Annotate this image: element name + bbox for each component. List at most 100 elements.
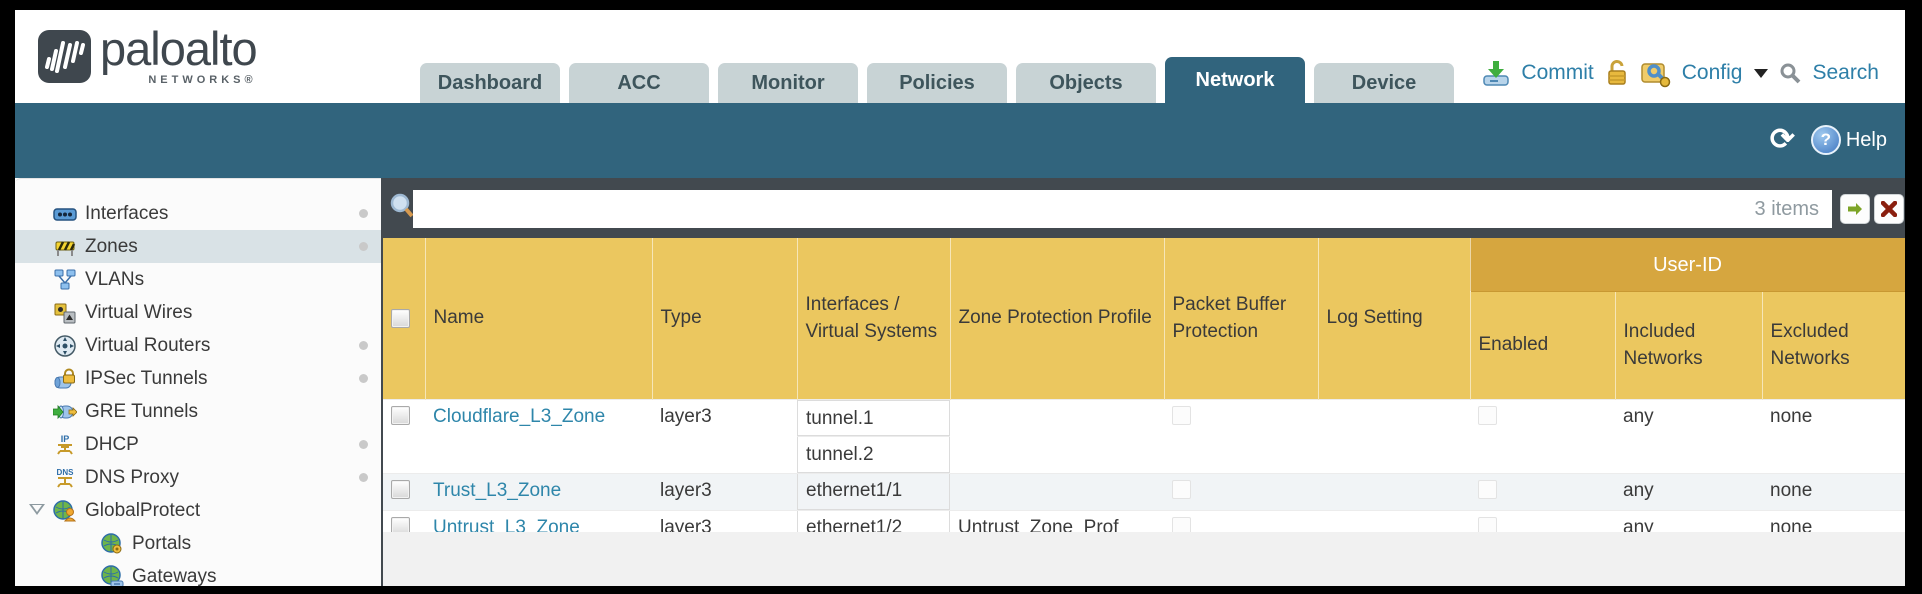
- col-header-name[interactable]: Name: [425, 238, 653, 400]
- sidebar-item-label: Portals: [132, 532, 192, 554]
- sidebar-item-globalprotect[interactable]: GlobalProtect: [15, 494, 381, 527]
- apply-filter-arrow-icon: [1848, 203, 1862, 215]
- sidebar-item-portals[interactable]: Portals: [15, 527, 381, 560]
- help-button[interactable]: ? Help: [1810, 125, 1887, 155]
- packet-buffer-protection-checkbox[interactable]: [1172, 406, 1191, 425]
- expander-icon[interactable]: [29, 504, 45, 515]
- config-caret-icon[interactable]: [1754, 68, 1769, 78]
- sidebar-item-label: DNS Proxy: [85, 466, 179, 488]
- items-count: 3 items: [1754, 197, 1819, 220]
- config-icon: [1641, 63, 1670, 88]
- virtual-routers-icon: [54, 334, 76, 357]
- tab-acc[interactable]: ACC: [569, 63, 709, 103]
- sidebar-item-virtual-wires[interactable]: Virtual Wires: [15, 296, 381, 329]
- globalprotect-icon: [53, 499, 77, 521]
- tab-network[interactable]: Network: [1165, 57, 1305, 103]
- zone-protection-profile: [950, 473, 1164, 511]
- tab-objects[interactable]: Objects: [1016, 63, 1156, 103]
- network-sidebar: Interfaces Zones: [15, 178, 381, 586]
- apply-filter-button[interactable]: [1840, 194, 1870, 224]
- table-empty-area: [383, 532, 1905, 586]
- zone-type: layer3: [652, 473, 797, 511]
- logo-networks-text: NETWORKS®: [148, 74, 257, 86]
- item-dot: [359, 341, 368, 350]
- portals-icon: [101, 532, 122, 553]
- zone-name-link[interactable]: Trust_L3_Zone: [433, 480, 562, 501]
- sidebar-item-gateways[interactable]: Gateways: [15, 560, 381, 586]
- sidebar-item-interfaces[interactable]: Interfaces: [15, 197, 381, 230]
- gateways-icon: [101, 564, 124, 586]
- interface-link[interactable]: tunnel.1: [797, 400, 950, 436]
- commit-button[interactable]: Commit: [1521, 61, 1594, 84]
- app-window: paloalto NETWORKS® Dashboard ACC Monitor…: [15, 10, 1905, 586]
- sidebar-item-label: Virtual Routers: [85, 334, 211, 356]
- svg-text:IP: IP: [61, 434, 70, 444]
- clear-filter-x-icon: [1881, 201, 1897, 217]
- sidebar-item-zones[interactable]: Zones: [15, 230, 381, 263]
- excluded-networks: none: [1762, 399, 1905, 474]
- zone-type: layer3: [652, 399, 797, 474]
- filter-bar: 3 items: [381, 178, 1905, 238]
- zone-name-link[interactable]: Cloudflare_L3_Zone: [433, 406, 606, 427]
- user-id-enabled-checkbox[interactable]: [1478, 406, 1497, 425]
- tab-monitor[interactable]: Monitor: [718, 63, 858, 103]
- gre-tunnels-icon: [53, 404, 77, 419]
- dhcp-icon: IP: [57, 434, 73, 455]
- sidebar-item-vlans[interactable]: VLANs: [15, 263, 381, 296]
- table-row: Trust_L3_Zone layer3 ethernet1/1 any non…: [383, 473, 1905, 511]
- col-header-zone-protection-profile[interactable]: Zone Protection Profile: [950, 238, 1165, 400]
- zones-table-wrap: Name Type Interfaces / Virtual Systems Z…: [383, 238, 1905, 547]
- sidebar-item-label: GRE Tunnels: [85, 400, 198, 422]
- col-header-type[interactable]: Type: [652, 238, 798, 400]
- user-id-enabled-checkbox[interactable]: [1478, 480, 1497, 499]
- tab-dashboard[interactable]: Dashboard: [420, 63, 560, 103]
- col-header-excluded-networks[interactable]: Excluded Networks: [1762, 291, 1905, 400]
- col-header-included-networks[interactable]: Included Networks: [1615, 291, 1763, 400]
- sidebar-item-gre-tunnels[interactable]: GRE Tunnels: [15, 395, 381, 428]
- row-checkbox[interactable]: [391, 406, 410, 425]
- refresh-icon[interactable]: ⟳: [1769, 123, 1795, 156]
- col-header-interfaces[interactable]: Interfaces / Virtual Systems: [797, 238, 951, 400]
- item-dot: [359, 473, 368, 482]
- sidebar-item-dhcp[interactable]: IP DHCP: [15, 428, 381, 461]
- row-checkbox[interactable]: [391, 480, 410, 499]
- user-id-group-header: User-ID: [1470, 238, 1905, 292]
- interface-link[interactable]: ethernet1/1: [797, 474, 950, 510]
- clear-filter-button[interactable]: [1874, 194, 1904, 224]
- log-setting: [1318, 473, 1470, 511]
- header-actions: Commit Config Search: [1481, 58, 1879, 88]
- lock-icon[interactable]: [1604, 59, 1630, 87]
- packet-buffer-protection-checkbox[interactable]: [1172, 480, 1191, 499]
- select-all-checkbox[interactable]: [391, 309, 410, 328]
- filter-input-wrap: 3 items: [413, 190, 1832, 228]
- search-button[interactable]: Search: [1812, 61, 1879, 84]
- item-dot: [359, 242, 368, 251]
- sidebar-item-label: GlobalProtect: [85, 499, 201, 521]
- filter-input[interactable]: [414, 191, 1755, 227]
- sidebar-item-dns-proxy[interactable]: DNS DNS Proxy: [15, 461, 381, 494]
- col-header-enabled[interactable]: Enabled: [1470, 291, 1616, 400]
- col-header-packet-buffer-protection[interactable]: Packet Buffer Protection: [1164, 238, 1319, 400]
- tab-policies[interactable]: Policies: [867, 63, 1007, 103]
- interface-link[interactable]: tunnel.2: [797, 437, 950, 473]
- included-networks: any: [1615, 473, 1762, 511]
- config-menu[interactable]: Config: [1681, 61, 1743, 84]
- sidebar-item-virtual-routers[interactable]: Virtual Routers: [15, 329, 381, 362]
- item-dot: [359, 374, 368, 383]
- sidebar-item-ipsec-tunnels[interactable]: IPSec Tunnels: [15, 362, 381, 395]
- paloalto-logo-icon: [38, 30, 91, 83]
- svg-text:DNS: DNS: [57, 468, 75, 477]
- logo-wordmark: paloalto: [100, 22, 258, 75]
- table-row: Cloudflare_L3_Zone layer3 tunnel.1 any n…: [383, 399, 1905, 474]
- item-dot: [359, 440, 368, 449]
- zones-table: Name Type Interfaces / Virtual Systems Z…: [383, 238, 1905, 547]
- sidebar-item-label: DHCP: [85, 433, 139, 455]
- sidebar-item-label: IPSec Tunnels: [85, 367, 208, 389]
- help-icon: ?: [1810, 125, 1841, 155]
- search-icon: [1780, 63, 1801, 84]
- col-header-log-setting[interactable]: Log Setting: [1318, 238, 1471, 400]
- item-dot: [359, 209, 368, 218]
- tab-device[interactable]: Device: [1314, 63, 1454, 103]
- select-all-header: [383, 238, 426, 400]
- paloalto-logo: paloalto NETWORKS®: [37, 22, 258, 86]
